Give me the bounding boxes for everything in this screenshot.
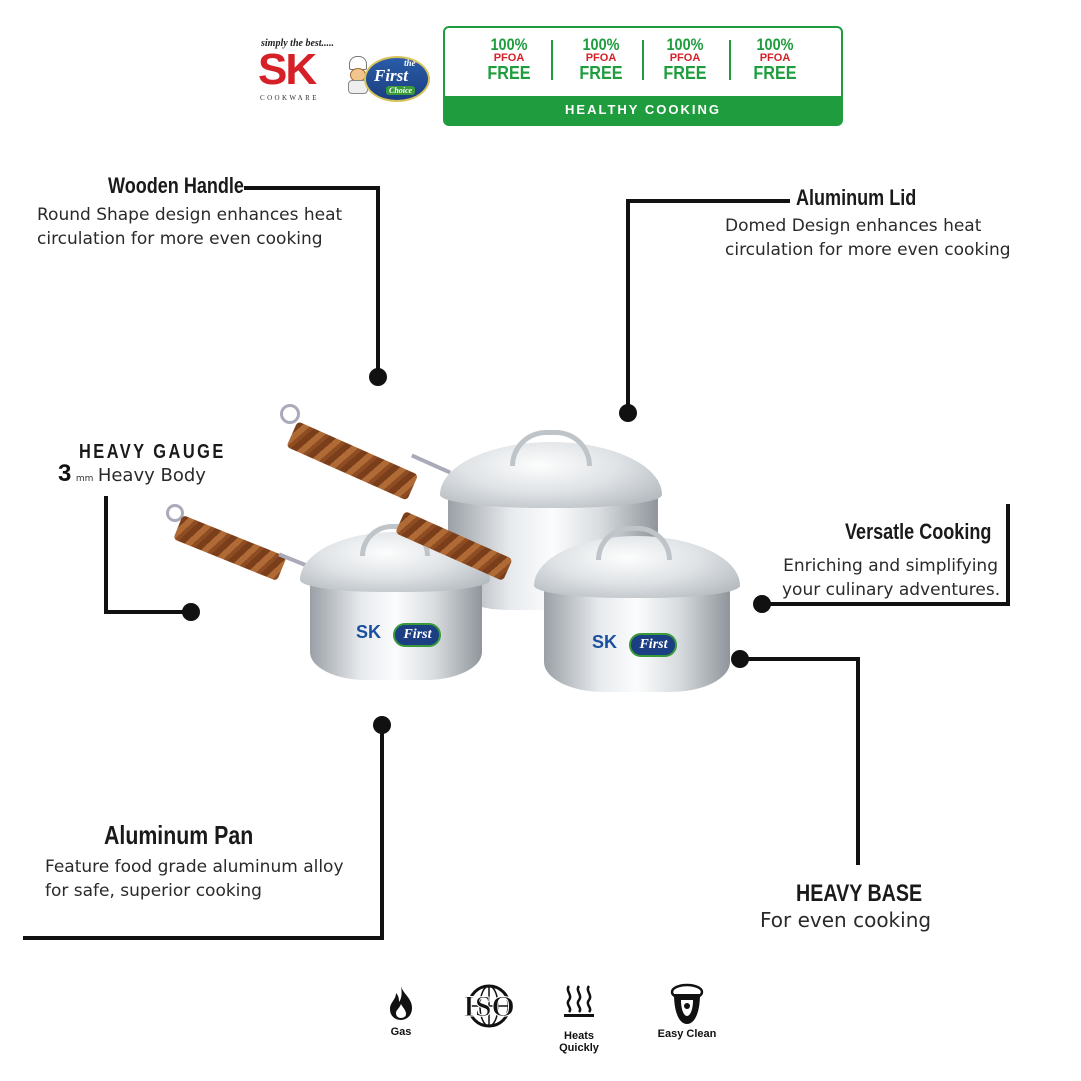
- heats-label-1: Heats: [564, 1030, 594, 1042]
- callout-line: [1006, 504, 1010, 606]
- pfoa-item: 100% PFOA FREE: [663, 35, 707, 83]
- pot-badge: First: [393, 623, 442, 647]
- easy-clean-feature: Easy Clean: [652, 982, 722, 1040]
- pfoa-item: 100% PFOA FREE: [487, 35, 531, 83]
- callout-line: [764, 602, 1010, 606]
- callout-line: [376, 186, 380, 376]
- aluminum-pan-title: Aluminum Pan: [104, 820, 254, 850]
- pfoa-item: 100% PFOA FREE: [579, 35, 623, 83]
- pot-logo: SK First: [356, 622, 442, 647]
- versatile-desc: Enriching and simplifying your culinary …: [782, 556, 1001, 600]
- wooden-handle: [286, 421, 419, 501]
- aluminum-lid-desc: Domed Design enhances heat circulation f…: [725, 216, 1011, 260]
- badge-choice: Choice: [386, 86, 416, 95]
- callout-line: [244, 186, 380, 190]
- callout-dot: [619, 404, 637, 422]
- pfoa-divider: [551, 40, 553, 80]
- steam-icon: [564, 985, 594, 1017]
- heats-quickly-feature: Heats Quickly: [552, 984, 606, 1054]
- heavy-gauge-desc: 3 mm Heavy Body: [58, 460, 206, 488]
- wooden-handle: [173, 514, 287, 582]
- cookware-set-image: SK First SK First: [160, 400, 760, 700]
- cookware-text: COOKWARE: [260, 94, 319, 102]
- handle-rod: [411, 453, 451, 475]
- heats-label-2: Quickly: [559, 1042, 599, 1054]
- iso-icon: [467, 984, 511, 1028]
- iso-mark: ISO: [463, 990, 516, 1024]
- handle-ring: [166, 504, 184, 522]
- pot-logo: SK First: [592, 632, 678, 657]
- pfoa-divider: [642, 40, 644, 80]
- lid-knob: [510, 430, 592, 466]
- callout-line: [104, 496, 108, 614]
- gas-label: Gas: [390, 1026, 412, 1038]
- callout-line: [104, 610, 188, 614]
- gas-feature: Gas: [378, 984, 424, 1038]
- gauge-text: Heavy Body: [97, 465, 206, 486]
- easy-clean-label: Easy Clean: [657, 1028, 717, 1040]
- badge-first: First: [374, 66, 409, 85]
- callout-line: [626, 199, 630, 411]
- wooden-handle-title: Wooden Handle: [108, 173, 244, 198]
- callout-dot: [182, 603, 200, 621]
- brand-logo: simply the best..... SK COOKWARE the Fir…: [258, 38, 433, 104]
- callout-line: [742, 657, 860, 661]
- brand-tagline: simply the best.....: [261, 38, 335, 49]
- healthy-cooking-banner: HEALTHY COOKING: [445, 96, 841, 124]
- aluminum-lid-title: Aluminum Lid: [796, 185, 917, 210]
- heavy-gauge-title: HEAVY GAUGE: [79, 441, 226, 463]
- callout-dot: [369, 368, 387, 386]
- flame-icon: [390, 986, 412, 1020]
- heavy-base-desc: For even cooking: [760, 908, 932, 932]
- first-choice-badge: the First Choice: [364, 56, 430, 102]
- aluminum-pan-desc: Feature food grade aluminum alloy for sa…: [45, 857, 344, 901]
- gauge-number: 3: [58, 460, 72, 487]
- callout-line: [23, 936, 384, 940]
- iso-feature: ISO: [456, 982, 522, 1030]
- handle-ring: [280, 404, 300, 424]
- pfoa-free-box: 100% PFOA FREE 100% PFOA FREE 100% PFOA …: [443, 26, 843, 126]
- callout-dot: [753, 595, 771, 613]
- callout-dot: [731, 650, 749, 668]
- callout-line: [856, 657, 860, 865]
- callout-line: [380, 724, 384, 940]
- pot-badge: First: [629, 633, 678, 657]
- wooden-handle-desc: Round Shape design enhances heat circula…: [37, 205, 343, 249]
- heavy-base-title: HEAVY BASE: [796, 880, 923, 907]
- pfoa-item: 100% PFOA FREE: [753, 35, 797, 83]
- sk-logo-text: SK: [258, 45, 317, 94]
- versatile-title: Versatle Cooking: [845, 519, 992, 544]
- clean-icon: [670, 983, 704, 1024]
- badge-the: the: [404, 58, 416, 68]
- callout-line: [626, 199, 790, 203]
- gauge-unit: mm: [75, 474, 94, 484]
- pfoa-divider: [729, 40, 731, 80]
